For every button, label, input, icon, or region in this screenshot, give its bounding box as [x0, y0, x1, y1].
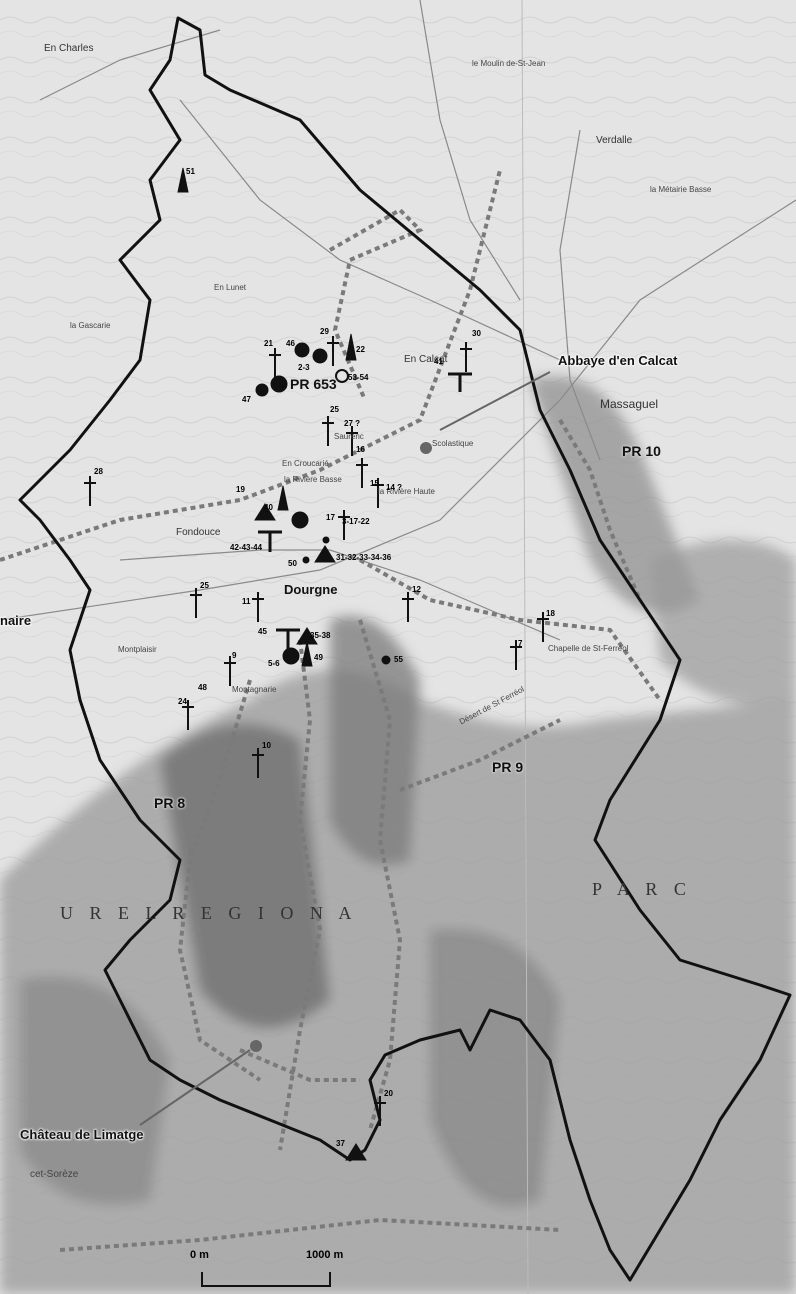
label-pr653: PR 653: [290, 376, 337, 392]
label-fondouce: Fondouce: [176, 527, 221, 538]
site-24[interactable]: 24: [178, 697, 187, 706]
label-scolastique: Scolastique: [432, 439, 474, 448]
site-42-44[interactable]: 42-43-44: [230, 543, 263, 552]
site-11[interactable]: 11: [242, 597, 251, 606]
label-moulin: le Moulin de-St-Jean: [472, 59, 546, 68]
trail-routes: [0, 169, 662, 1252]
site-19[interactable]: 19: [236, 485, 245, 494]
site-2-3[interactable]: 2-3: [298, 363, 310, 372]
site-53-54[interactable]: 53-54: [348, 373, 369, 382]
scale-start: 0 m: [190, 1249, 209, 1261]
label-soreze: cet-Sorèze: [30, 1169, 79, 1180]
chateau-pointer: [139, 1049, 251, 1126]
road-network: [0, 0, 796, 641]
site-3-17-22[interactable]: 3-17-22: [342, 517, 370, 526]
label-region-right: P A R C: [592, 879, 692, 899]
label-saurenc: Saurenc: [334, 432, 364, 441]
site-22[interactable]: 22: [356, 345, 365, 354]
site-49[interactable]: 49: [314, 653, 323, 662]
site-29[interactable]: 29: [320, 327, 329, 336]
label-pr10: PR 10: [622, 443, 661, 459]
label-riviere-haute: la Rivière Haute: [378, 487, 435, 496]
label-pr8: PR 8: [154, 795, 186, 811]
site-55[interactable]: 55: [394, 655, 403, 664]
label-abbaye: Abbaye d'en Calcat: [558, 353, 678, 368]
site-14[interactable]: 14 ?: [386, 483, 403, 492]
scale-end: 1000 m: [306, 1249, 344, 1261]
label-region-left: U R E L R E G I O N A: [60, 903, 358, 923]
site-45[interactable]: 45: [258, 627, 267, 636]
scale-bar-graphic: [201, 1272, 331, 1287]
label-massaguel: Massaguel: [600, 397, 659, 411]
site-25a[interactable]: 25: [330, 405, 339, 414]
scolastique-marker: [420, 442, 432, 454]
label-en-lunet: En Lunet: [214, 283, 247, 292]
label-montagnarie: Montagnarie: [232, 685, 277, 694]
site-18[interactable]: 18: [546, 609, 555, 618]
label-chateau: Château de Limatge: [20, 1127, 144, 1142]
site-25b[interactable]: 25: [200, 581, 209, 590]
site-15[interactable]: 15: [370, 479, 379, 488]
site-10[interactable]: 10: [262, 741, 271, 750]
site-46[interactable]: 46: [286, 339, 295, 348]
site-12[interactable]: 12: [412, 585, 421, 594]
site-17[interactable]: 17: [326, 513, 335, 522]
label-montplaisir: Montplaisir: [118, 645, 157, 654]
site-16[interactable]: 16: [356, 445, 365, 454]
site-51[interactable]: 51: [186, 167, 195, 176]
label-en-croucarie: En Croucarié: [282, 459, 329, 468]
label-gascarie: la Gascarie: [70, 321, 111, 330]
label-verdalle: Verdalle: [596, 135, 633, 146]
site-20[interactable]: 20: [384, 1089, 393, 1098]
panel-seam: [521, 0, 529, 1294]
commune-boundary: [18, 16, 792, 1282]
label-dourgne: Dourgne: [284, 582, 338, 597]
label-en-charles: En Charles: [44, 43, 94, 54]
site-31-36[interactable]: 31-32-33-34-36: [336, 553, 392, 562]
site-41[interactable]: 41: [434, 357, 443, 366]
relief-shading: [0, 376, 796, 1294]
site-27[interactable]: 27 ?: [344, 419, 361, 428]
label-metairie-basse: la Métairie Basse: [650, 185, 712, 194]
site-28[interactable]: 28: [94, 467, 103, 476]
site-47[interactable]: 47: [242, 395, 251, 404]
site-35-38[interactable]: 35-38: [310, 631, 331, 640]
label-chapelle: Chapelle de St-Ferréol: [548, 644, 629, 653]
site-9[interactable]: 9: [232, 651, 237, 660]
site-21[interactable]: 21: [264, 339, 273, 348]
label-left-edge: naire: [0, 613, 32, 628]
site-48[interactable]: 48: [198, 683, 207, 692]
label-pr9: PR 9: [492, 759, 524, 775]
site-7[interactable]: 7: [518, 639, 523, 648]
site-50[interactable]: 50: [288, 559, 297, 568]
abbaye-pointer: [439, 371, 551, 431]
label-riviere-basse: la Rivière Basse: [284, 475, 342, 484]
site-symbols: [84, 167, 549, 1161]
site-30[interactable]: 30: [472, 329, 481, 338]
label-en-calcat: En Calcat: [404, 354, 448, 365]
chateau-marker: [250, 1040, 262, 1052]
site-37[interactable]: 37: [336, 1139, 345, 1148]
site-40[interactable]: 40: [264, 503, 273, 512]
site-5-6[interactable]: 5-6: [268, 659, 280, 668]
